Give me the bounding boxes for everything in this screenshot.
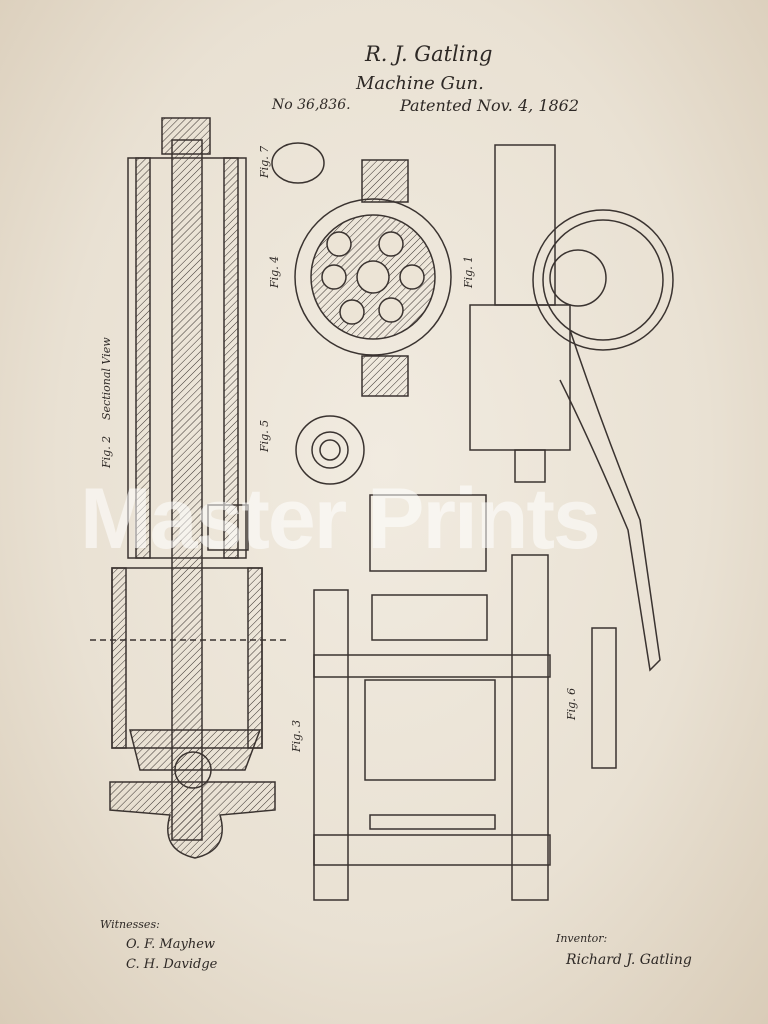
witness-signature-1: O. F. Mayhew <box>126 937 216 952</box>
witness-signature-2: C. H. Davidge <box>126 957 218 972</box>
fig3-lock-frame <box>313 494 551 901</box>
patent-number: No 36,836. <box>272 97 351 113</box>
fig5-star-wheel <box>295 415 365 485</box>
witnesses-label: Witnesses: <box>100 918 160 931</box>
fig1-gun-carriage <box>469 144 674 672</box>
fig1-label: Fig. 1 <box>462 255 475 288</box>
fig2-sectional-barrel <box>90 117 290 859</box>
fig3-label: Fig. 3 <box>290 719 303 752</box>
fig4-cross-section <box>294 159 452 397</box>
fig5-label: Fig. 5 <box>258 419 271 452</box>
fig6-label: Fig. 6 <box>565 687 578 720</box>
fig2-label: Fig. 2 <box>100 435 113 468</box>
fig2-caption: Sectional View <box>100 337 113 420</box>
fig7-label: Fig. 7 <box>258 145 271 178</box>
fig7-ring <box>271 142 325 184</box>
patent-date: Patented Nov. 4, 1862 <box>400 96 580 115</box>
inventor-name: R. J. Gatling <box>365 42 493 66</box>
inventor-signature: Richard J. Gatling <box>566 952 692 968</box>
watermark: Master Prints <box>80 471 601 567</box>
inventor-label: Inventor: <box>556 932 608 945</box>
patent-title: Machine Gun. <box>356 73 484 94</box>
fig4-label: Fig. 4 <box>268 255 281 288</box>
fig6-cartridge <box>591 627 617 769</box>
